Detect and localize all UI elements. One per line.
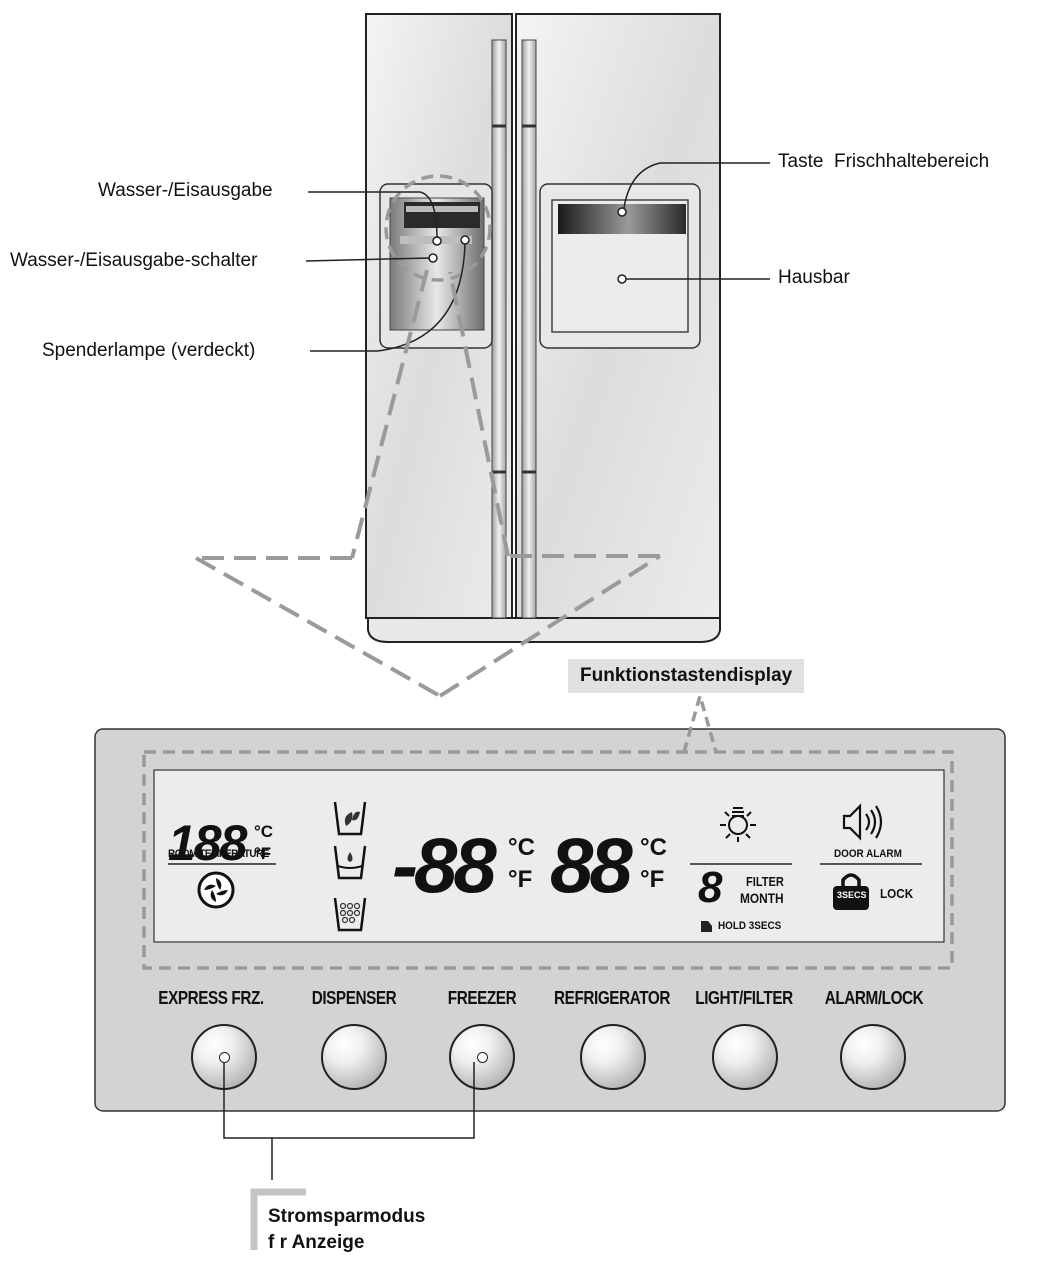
- light-filter-button[interactable]: [712, 1024, 778, 1090]
- freezer-unit-f: °F: [508, 866, 533, 893]
- refrigerator-label: REFRIGERATOR: [554, 988, 670, 1008]
- dashed-arrow: [195, 269, 662, 698]
- lock-badge: 3SECS: [837, 890, 867, 900]
- display-dashed-frame: [142, 750, 954, 970]
- filter-digit: 8: [698, 863, 723, 912]
- hold-label: HOLD 3SECS: [718, 920, 782, 932]
- padlock-icon: [833, 873, 869, 910]
- door-alarm-label: DOOR ALARM: [834, 848, 902, 860]
- express-frz-label: EXPRESS FRZ.: [158, 988, 264, 1008]
- room-temp-unit-f: °F: [254, 844, 272, 863]
- label-fresh-zone-button: Taste Frischhaltebereich: [778, 151, 990, 172]
- label-dispenser-switch: Wasser-/Eisausgabe-schalter: [10, 250, 258, 271]
- label-home-bar: Hausbar: [778, 267, 850, 288]
- label-dispenser-lamp: Spenderlampe (verdeckt): [42, 340, 256, 361]
- power-save-line2: f r Anzeige: [268, 1232, 365, 1253]
- water-cup-icon: [333, 845, 367, 880]
- room-temp-digits: 188: [168, 815, 247, 871]
- snowflake-fan-icon: [197, 871, 235, 909]
- fridge-unit-f: °F: [640, 866, 665, 893]
- light-filter-label: LIGHT/FILTER: [695, 988, 793, 1008]
- function-display-tag: Funktionstastendisplay: [568, 659, 805, 693]
- callout-lines: [305, 162, 770, 352]
- light-bulb-icon: [720, 807, 756, 842]
- speaker-icon: [842, 803, 883, 841]
- hold-hand-icon: [701, 921, 712, 932]
- express-frz-button[interactable]: [191, 1024, 257, 1090]
- alarm-lock-button[interactable]: [840, 1024, 906, 1090]
- freezer-button[interactable]: [449, 1024, 515, 1090]
- month-label: MONTH: [740, 890, 784, 906]
- label-water-ice-dispenser: Wasser-/Eisausgabe: [98, 180, 273, 201]
- tag-pointer: [682, 689, 718, 753]
- dispenser-label: DISPENSER: [311, 988, 397, 1008]
- room-temp-unit-c: °C: [254, 822, 274, 841]
- crushed-ice-cup-icon: [333, 801, 367, 836]
- dispenser-callout-circle: [384, 174, 492, 282]
- filter-label: FILTER: [746, 874, 784, 889]
- fridge-unit-c: °C: [640, 834, 667, 861]
- lcd-screen: [153, 769, 945, 943]
- refrigerator: [365, 13, 721, 643]
- freezer-unit-c: °C: [508, 834, 535, 861]
- power-save-line1: Stromsparmodus: [268, 1206, 426, 1227]
- freezer-temp-digits: -88: [392, 821, 497, 909]
- dispenser-button[interactable]: [321, 1024, 387, 1090]
- fridge-temp-digits: 88: [550, 821, 633, 909]
- alarm-lock-label: ALARM/LOCK: [824, 988, 924, 1008]
- lock-label: LOCK: [880, 886, 914, 901]
- room-temp-label: ROOM TEMPERATURE: [168, 848, 269, 860]
- freezer-label: FREEZER: [447, 988, 517, 1008]
- fridge-base: [367, 617, 721, 643]
- refrigerator-button[interactable]: [580, 1024, 646, 1090]
- ice-cube-cup-icon: [333, 897, 367, 932]
